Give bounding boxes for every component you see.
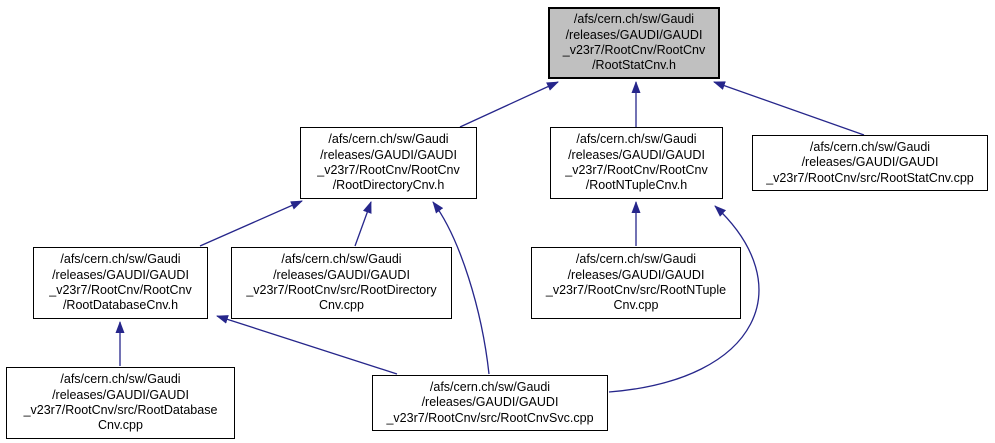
node-label-line: /RootNTupleCnv.h [585,178,688,193]
node-rootdatabasecnv-h[interactable]: /afs/cern.ch/sw/Gaudi /releases/GAUDI/GA… [33,247,208,319]
edge-rootdatabasecnv-h-to-rootdirectorycnv-h [199,200,303,247]
node-label-line: _v23r7/RootCnv/src/RootDirectory [246,283,437,297]
node-rootntuplecnv-cpp[interactable]: /afs/cern.ch/sw/Gaudi /releases/GAUDI/GA… [531,247,741,319]
node-label-line: /releases/GAUDI/GAUDI [568,147,705,162]
node-rootdirectorycnv-cpp[interactable]: /afs/cern.ch/sw/Gaudi /releases/GAUDI/GA… [231,247,452,319]
node-label-line: Cnv.cpp [613,298,659,313]
node-label-line: /releases/GAUDI/GAUDI [421,395,559,410]
node-label-line: Cnv.cpp [98,418,143,433]
node-label-line: _v23r7/RootCnv/src/RootCnvSvc.cpp [386,410,594,425]
edge-rootcnvsvc-cpp-to-rootdirectorycnv-h [432,201,490,375]
node-rootstatcnv-cpp[interactable]: /afs/cern.ch/sw/Gaudi /releases/GAUDI/GA… [752,135,988,191]
node-label-line: _v23r7/RootCnv/RootCnv [49,283,192,297]
node-label-line: /releases/GAUDI/GAUDI [52,387,189,402]
node-label-line: /afs/cern.ch/sw/Gaudi [576,132,697,147]
node-rootntuplecnv-h[interactable]: /afs/cern.ch/sw/Gaudi /releases/GAUDI/GA… [550,127,723,199]
node-label-line: /afs/cern.ch/sw/Gaudi [809,139,931,154]
node-rootstatcnv-h: /afs/cern.ch/sw/Gaudi /releases/GAUDI/GA… [548,7,720,79]
node-label-line: /releases/GAUDI/GAUDI [273,267,410,282]
node-label-line: _v23r7/RootCnv/RootCnv [565,163,708,177]
edge-rootstatcnv-cpp-to-rootstatcnv-h [713,81,865,136]
node-rootcnvsvc-cpp[interactable]: /afs/cern.ch/sw/Gaudi /releases/GAUDI/GA… [372,375,608,431]
node-label-line: /afs/cern.ch/sw/Gaudi [328,132,449,147]
node-label-line: /RootDirectoryCnv.h [332,178,445,193]
node-label-line: /afs/cern.ch/sw/Gaudi [60,252,181,267]
node-label-line: /releases/GAUDI/GAUDI [567,267,705,282]
node-label-line: /afs/cern.ch/sw/Gaudi [60,372,181,387]
node-label-line: Cnv.cpp [319,298,364,313]
edge-rootcnvsvc-cpp-to-rootntuplecnv-h [608,205,760,393]
node-label-line: _v23r7/RootCnv/src/RootNTuple [545,283,727,297]
node-label-line: /releases/GAUDI/GAUDI [565,27,703,42]
node-rootdirectorycnv-h[interactable]: /afs/cern.ch/sw/Gaudi /releases/GAUDI/GA… [300,127,477,199]
edge-rootcnvsvc-cpp-to-rootdatabasecnv-h [216,315,398,375]
node-label-line: /RootDatabaseCnv.h [62,298,179,313]
node-label-line: /releases/GAUDI/GAUDI [801,155,939,170]
node-label-line: /afs/cern.ch/sw/Gaudi [575,252,697,267]
node-label-line: /releases/GAUDI/GAUDI [52,267,189,282]
node-label-line: /afs/cern.ch/sw/Gaudi [573,12,695,27]
node-label-line: _v23r7/RootCnv/RootCnv [562,43,706,57]
node-label-line: /releases/GAUDI/GAUDI [320,147,457,162]
node-label-line: /RootStatCnv.h [592,58,676,73]
node-label-line: _v23r7/RootCnv/src/RootStatCnv.cpp [766,170,974,185]
edge-rootdirectorycnv-cpp-to-rootdirectorycnv-h [354,201,372,247]
edge-rootdirectorycnv-h-to-rootstatcnv-h [459,81,559,128]
node-label-line: _v23r7/RootCnv/src/RootDatabase [23,403,218,417]
node-label-line: /afs/cern.ch/sw/Gaudi [429,379,551,394]
node-rootdatabasecnv-cpp[interactable]: /afs/cern.ch/sw/Gaudi /releases/GAUDI/GA… [6,367,235,439]
node-label-line: /afs/cern.ch/sw/Gaudi [281,252,402,267]
node-label-line: _v23r7/RootCnv/RootCnv [317,163,460,177]
